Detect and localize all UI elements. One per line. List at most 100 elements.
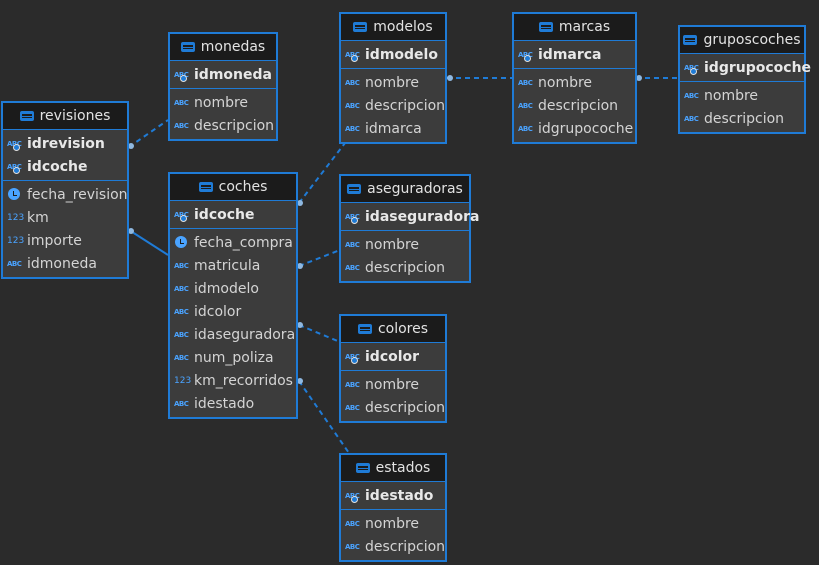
table-header[interactable]: colores (341, 316, 445, 343)
column-num-poliza[interactable]: ABC num_poliza (170, 346, 296, 369)
table-header[interactable]: marcas (514, 14, 635, 41)
link-revisiones-monedas[interactable] (128, 119, 169, 148)
text-type-icon: ABC (174, 121, 189, 130)
column-name: idmodelo (194, 280, 259, 297)
column-fecha-compra[interactable]: fecha_compra (170, 231, 296, 254)
link-coches-modelos[interactable] (298, 142, 346, 204)
link-revisiones-coches[interactable] (128, 229, 169, 256)
column-name: nombre (704, 87, 759, 104)
clock-icon (174, 235, 190, 250)
table-header[interactable]: modelos (341, 14, 445, 41)
table-title: coches (218, 179, 268, 195)
primary-key-section: ABC idmodelo (341, 41, 445, 69)
column-fecha-revision[interactable]: fecha_revision (3, 183, 128, 206)
table-header[interactable]: monedas (170, 34, 276, 61)
column-nombre[interactable]: ABC nombre (680, 84, 804, 107)
text-type-icon: ABC (518, 101, 533, 110)
primary-key-icon: ABC (518, 50, 533, 62)
link-coches-aseguradoras[interactable] (298, 249, 341, 267)
text-type-icon: ABC (684, 91, 699, 100)
column-name: num_poliza (194, 349, 274, 366)
column-name: idestado (365, 487, 434, 504)
table-header[interactable]: coches (170, 174, 296, 201)
column-name: fecha_compra (194, 234, 293, 251)
number-type-icon: 123 (174, 375, 192, 386)
primary-key-icon: ABC (345, 50, 360, 62)
text-type-icon: ABC (345, 124, 360, 133)
text-type-icon: ABC (174, 98, 189, 107)
primary-key-icon: ABC (7, 139, 22, 151)
table-icon (347, 184, 362, 194)
table-header[interactable]: aseguradoras (341, 176, 469, 203)
column-name: idgrupocoche (704, 59, 812, 76)
column-name: nombre (365, 515, 420, 532)
column-name: nombre (365, 376, 420, 393)
column-name: importe (27, 232, 82, 249)
text-type-icon: ABC (345, 263, 360, 272)
table-header[interactable]: revisiones (3, 103, 127, 130)
table-header[interactable]: estados (341, 455, 445, 482)
text-type-icon: ABC (345, 542, 360, 551)
table-icon (180, 42, 195, 52)
column-name: nombre (538, 74, 593, 91)
column-idmodelo[interactable]: ABC idmodelo (341, 43, 445, 66)
table-title: colores (377, 321, 429, 337)
text-type-icon: ABC (174, 353, 189, 362)
number-type-icon: 123 (7, 212, 25, 223)
link-coches-colores[interactable] (298, 324, 341, 343)
link-coches-estados[interactable] (298, 380, 350, 454)
link-endpoint (297, 322, 303, 328)
table-title: gruposcoches (703, 32, 801, 48)
table-header[interactable]: gruposcoches (680, 27, 804, 54)
table-title: monedas (200, 39, 266, 55)
column-name: idmodelo (365, 46, 438, 63)
